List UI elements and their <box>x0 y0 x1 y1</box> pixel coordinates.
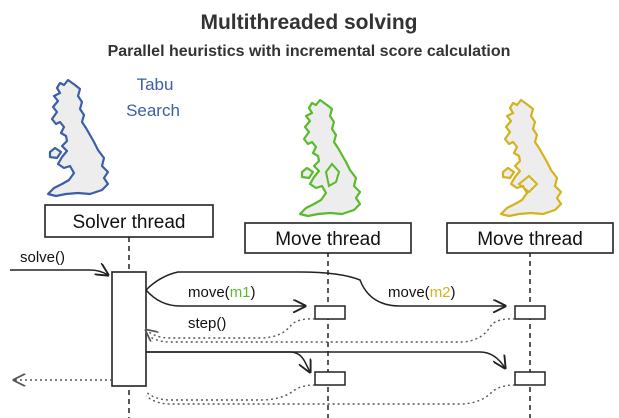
move-second-round-arrow <box>146 351 310 372</box>
move2-activation-2 <box>514 371 546 386</box>
svg-text:move(m1): move(m1) <box>188 284 256 301</box>
solver-thread-box: Solver thread <box>44 204 214 238</box>
solve-message-label: solve() <box>20 249 65 266</box>
solver-great-britain-map-icon <box>46 78 110 198</box>
svg-text:move(m2): move(m2) <box>388 284 456 301</box>
move-second-round-arrow-2 <box>146 351 505 368</box>
return-arrow-3 <box>145 384 316 401</box>
step-message-label: step() <box>188 315 226 332</box>
step-return-arrow-1 <box>146 318 316 338</box>
move1-activation-1 <box>314 305 346 320</box>
move2-thread-box: Move thread <box>446 222 614 254</box>
move1-thread-box: Move thread <box>244 222 412 254</box>
move1-activation-2 <box>314 371 346 386</box>
move2-activation-1 <box>514 305 546 320</box>
solver-activation-bar <box>111 271 147 387</box>
move-m2-message-label: move(m2) <box>388 284 456 301</box>
diagram-subtitle: Parallel heuristics with incremental sco… <box>108 43 511 60</box>
move2-thread-label: Move thread <box>477 229 583 250</box>
return-arrow-4 <box>145 384 516 405</box>
algorithm-label-line2: Search <box>126 101 180 120</box>
move1-great-britain-map-icon <box>298 98 362 218</box>
move-m1-branch-arrow <box>145 289 305 306</box>
move1-thread-label: Move thread <box>275 229 381 250</box>
solve-message-arrow <box>10 270 108 275</box>
solver-thread-label: Solver thread <box>72 212 185 233</box>
step-return-arrow-2 <box>145 318 516 343</box>
algorithm-label-line1: Tabu <box>137 75 174 94</box>
move2-great-britain-map-icon <box>499 98 563 218</box>
move-m1-message-arrow <box>145 271 505 306</box>
diagram-title: Multithreaded solving <box>200 11 417 34</box>
move-m1-message-label: move(m1) <box>188 284 256 301</box>
